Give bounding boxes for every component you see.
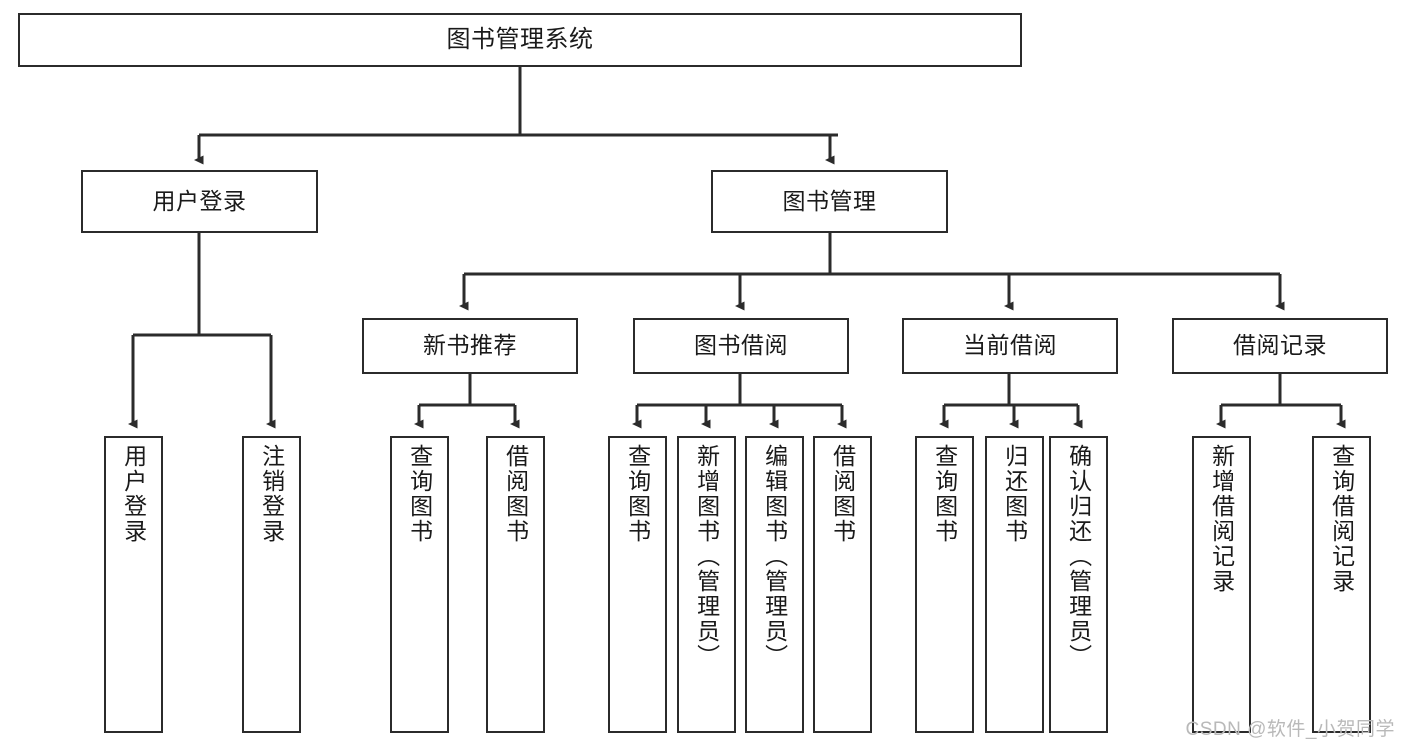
node-label: 查询图书 xyxy=(931,444,958,544)
node-label: 新书推荐 xyxy=(423,332,517,359)
node-label: 查询借阅记录 xyxy=(1328,444,1355,594)
node-label: 查询图书 xyxy=(624,444,651,544)
node-current-borrowing[interactable]: 当前借阅 xyxy=(902,318,1118,374)
node-book-management[interactable]: 图书管理 xyxy=(711,170,948,233)
watermark-text: CSDN @软件_小贺同学 xyxy=(1185,719,1395,740)
node-label: 图书借阅 xyxy=(694,332,788,359)
node-label: 借阅图书 xyxy=(829,444,856,544)
leaf-add-borrow-record[interactable]: 新增借阅记录 xyxy=(1192,436,1251,733)
leaf-logout[interactable]: 注销登录 xyxy=(242,436,301,733)
node-label: 查询图书 xyxy=(406,444,433,544)
leaf-borrow-books-recommendation[interactable]: 借阅图书 xyxy=(486,436,545,733)
node-label: 当前借阅 xyxy=(963,332,1057,359)
node-label: 图书管理系统 xyxy=(446,25,594,53)
node-user-login[interactable]: 用户登录 xyxy=(81,170,318,233)
leaf-add-book-admin[interactable]: 新增图书（管理员） xyxy=(677,436,736,733)
node-label: 归还图书 xyxy=(1001,444,1028,544)
node-label: 新增图书（管理员） xyxy=(693,444,720,669)
node-label: 借阅图书 xyxy=(502,444,529,544)
node-label: 新增借阅记录 xyxy=(1208,444,1235,594)
leaf-edit-book-admin[interactable]: 编辑图书（管理员） xyxy=(745,436,804,733)
leaf-query-books-borrowing[interactable]: 查询图书 xyxy=(608,436,667,733)
node-label: 借阅记录 xyxy=(1233,332,1327,359)
node-book-borrowing[interactable]: 图书借阅 xyxy=(633,318,849,374)
node-root-library-management-system[interactable]: 图书管理系统 xyxy=(18,13,1022,67)
leaf-confirm-return-admin[interactable]: 确认归还（管理员） xyxy=(1049,436,1108,733)
leaf-query-books-recommendation[interactable]: 查询图书 xyxy=(390,436,449,733)
node-label: 确认归还（管理员） xyxy=(1065,444,1092,669)
node-label: 用户登录 xyxy=(152,187,247,214)
node-borrow-records[interactable]: 借阅记录 xyxy=(1172,318,1388,374)
node-label: 编辑图书（管理员） xyxy=(761,444,788,669)
node-new-book-recommendation[interactable]: 新书推荐 xyxy=(362,318,578,374)
leaf-query-books-current[interactable]: 查询图书 xyxy=(915,436,974,733)
leaf-return-books[interactable]: 归还图书 xyxy=(985,436,1044,733)
leaf-user-login[interactable]: 用户登录 xyxy=(104,436,163,733)
leaf-query-borrow-record[interactable]: 查询借阅记录 xyxy=(1312,436,1371,733)
node-label: 图书管理 xyxy=(782,187,877,214)
leaf-borrow-books-borrowing[interactable]: 借阅图书 xyxy=(813,436,872,733)
node-label: 注销登录 xyxy=(258,444,285,544)
node-label: 用户登录 xyxy=(120,444,147,544)
